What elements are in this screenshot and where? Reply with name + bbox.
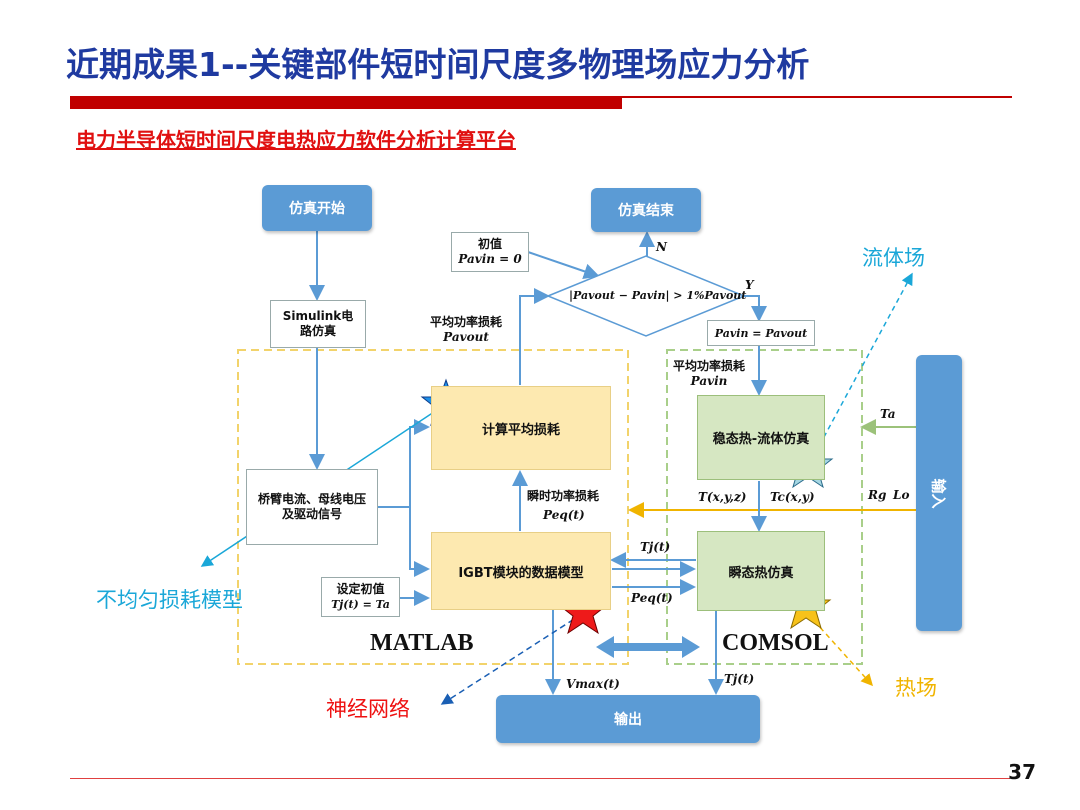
thermal-field-annotation: 热场 xyxy=(895,676,937,700)
page-title: 近期成果1--关键部件短时间尺度多物理场应力分析 xyxy=(66,45,810,84)
simulink-label: Simulink电路仿真 xyxy=(282,309,354,338)
initial-setting-formula: Tj(t) = Ta xyxy=(331,598,390,611)
assign-box: Pavin = Pavout xyxy=(707,320,815,346)
bridge-signal-label: 桥臂电流、母线电压及驱动信号 xyxy=(257,492,366,521)
tj-output-label: Tj(t) xyxy=(724,672,755,686)
fluid-field-annotation: 流体场 xyxy=(862,246,925,270)
initial-value-formula: Pavin = 0 xyxy=(458,252,522,266)
matlab-label: MATLAB xyxy=(370,630,474,656)
initial-setting-label: 设定初值 xyxy=(336,582,385,596)
page-subtitle: 电力半导体短时间尺度电热应力软件分析计算平台 xyxy=(76,128,516,152)
ta-label: Ta xyxy=(880,407,896,421)
avg-loss-right-symbol: Pavin xyxy=(690,374,728,388)
initial-setting-box: 设定初值 Tj(t) = Ta xyxy=(321,577,400,617)
input-node: 输入 xyxy=(916,355,962,631)
vmax-label: Vmax(t) xyxy=(566,677,620,691)
input-node-label: 输入 xyxy=(929,477,948,509)
initial-value-box: 初值 Pavin = 0 xyxy=(451,232,529,272)
inst-loss-symbol: Peq(t) xyxy=(543,508,585,522)
peq-to-comsol-label: Peq(t) xyxy=(631,591,673,605)
transient-thermal-box: 瞬态热仿真 xyxy=(697,531,825,611)
igbt-model-box: IGBT模块的数据模型 xyxy=(431,532,611,610)
title-divider-line xyxy=(70,96,1012,98)
end-node: 仿真结束 xyxy=(591,188,701,232)
decision-condition: |Pavout − Pavin| > 1%Pavout xyxy=(569,289,747,302)
matlab-comsol-double-arrow xyxy=(596,636,700,658)
tc-label: Tc(x,y) xyxy=(770,490,815,504)
decision-diamond xyxy=(546,255,746,337)
bridge-signal-box: 桥臂电流、母线电压及驱动信号 xyxy=(246,469,378,545)
avg-loss-right-label: 平均功率损耗 xyxy=(673,359,746,373)
output-node: 输出 xyxy=(496,695,760,743)
avg-loss-left-symbol: Pavout xyxy=(443,330,489,344)
calc-avg-loss-box: 计算平均损耗 xyxy=(431,386,611,470)
comsol-label: COMSOL xyxy=(722,630,829,656)
avg-loss-left-label: 平均功率损耗 xyxy=(430,315,503,329)
branch-yes-label: Y xyxy=(745,278,754,292)
assign-formula: Pavin = Pavout xyxy=(714,326,808,340)
page-number: 37 xyxy=(1008,760,1036,784)
tj-feedback-label: Tj(t) xyxy=(640,540,671,554)
inst-loss-label: 瞬时功率损耗 xyxy=(527,489,600,503)
nonuniform-loss-annotation: 不均匀损耗模型 xyxy=(96,588,243,612)
lo-label: Lo xyxy=(893,488,910,502)
simulink-box: Simulink电路仿真 xyxy=(270,300,366,348)
neural-network-annotation: 神经网络 xyxy=(326,697,410,721)
initial-value-label: 初值 xyxy=(477,237,502,251)
branch-no-label: N xyxy=(656,240,667,254)
start-node: 仿真开始 xyxy=(262,185,372,231)
title-accent-bar xyxy=(70,97,622,109)
comsol-region xyxy=(666,349,863,665)
steady-fluid-box: 稳态热-流体仿真 xyxy=(697,395,825,480)
txyz-label: T(x,y,z) xyxy=(698,490,747,504)
avg-loss-right: 平均功率损耗 Pavin xyxy=(673,357,745,388)
avg-loss-left: 平均功率损耗 Pavout xyxy=(430,313,502,344)
rg-label: Rg xyxy=(868,488,887,502)
footer-line xyxy=(70,778,1010,779)
